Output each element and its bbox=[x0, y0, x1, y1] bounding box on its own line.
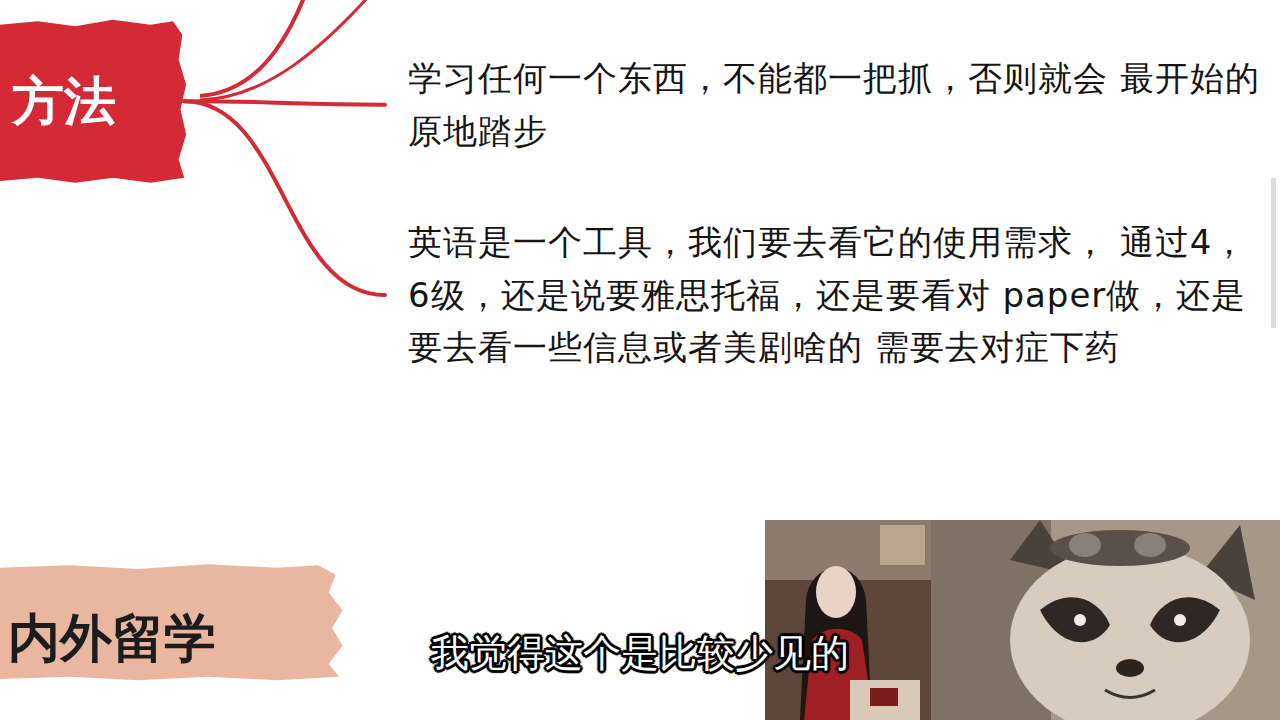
goggle-lens bbox=[1134, 533, 1166, 557]
mask-head bbox=[1010, 545, 1250, 720]
photo-window bbox=[880, 525, 925, 565]
nose bbox=[1116, 659, 1144, 677]
eye bbox=[1174, 614, 1186, 626]
book bbox=[870, 688, 898, 706]
tag-fill bbox=[0, 20, 186, 183]
tag-text: 方法 bbox=[12, 70, 116, 132]
tag-text: 内外留学 bbox=[8, 607, 216, 669]
branch-connector bbox=[184, 101, 385, 295]
branch-line bbox=[200, 0, 370, 100]
goggles bbox=[1050, 530, 1190, 566]
text-node: 学习任何一个东西，不能都一把抓，否则就会 最开始的原地踏步 bbox=[385, 48, 1278, 161]
tag-fill bbox=[0, 564, 343, 680]
eye-patch bbox=[1150, 597, 1220, 642]
topic-tag: 内外留学 bbox=[0, 563, 346, 681]
text-node: 英语是一个工具，我们要去看它的使用需求， 通过4，6级，还是说要雅思托福，还是要… bbox=[385, 212, 1278, 378]
topic-tag: 方法 bbox=[0, 18, 188, 184]
note-text: 英语是一个工具，我们要去看它的使用需求， 通过4，6级，还是说要雅思托福，还是要… bbox=[408, 216, 1270, 374]
photo-ground bbox=[765, 520, 931, 720]
eye-patch bbox=[1040, 597, 1110, 642]
branch-line bbox=[200, 0, 305, 96]
table bbox=[850, 680, 920, 720]
scroll-bar bbox=[1271, 178, 1276, 328]
goggle-lens bbox=[1069, 533, 1101, 557]
eye bbox=[1074, 614, 1086, 626]
subtitle: 我觉得这个是比较少见的 bbox=[0, 628, 1280, 679]
mouth bbox=[1105, 690, 1155, 698]
photo-woman bbox=[765, 520, 931, 720]
note-text: 学习任何一个东西，不能都一把抓，否则就会 最开始的原地踏步 bbox=[408, 52, 1270, 157]
branch-connector bbox=[184, 101, 385, 104]
face bbox=[816, 566, 856, 618]
photo-raccoon bbox=[931, 520, 1280, 720]
